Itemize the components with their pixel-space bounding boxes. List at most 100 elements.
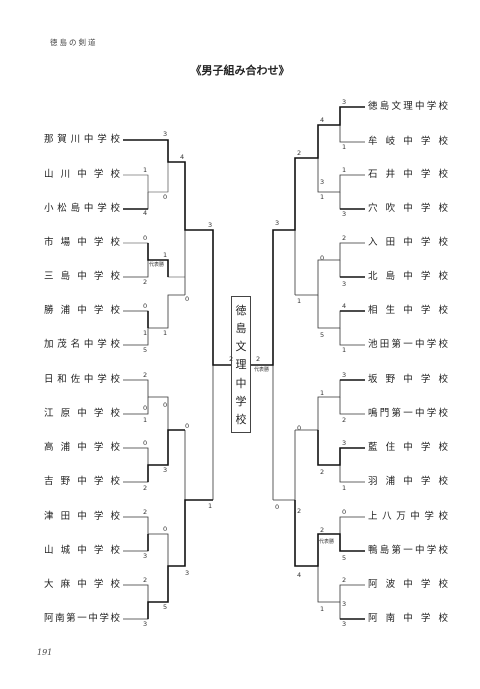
- champion-char: 中: [235, 376, 247, 390]
- representative-win-label: 代表勝: [319, 539, 335, 545]
- score: 3: [163, 466, 168, 474]
- score: 5: [163, 603, 168, 611]
- score: 2: [297, 507, 302, 515]
- right-team-12: 羽浦中学校: [368, 476, 448, 487]
- left-team-2: 山川中学校: [44, 169, 120, 180]
- score: 0: [297, 424, 302, 432]
- score: 2: [143, 484, 148, 492]
- score: 3: [342, 98, 347, 106]
- score: 1: [320, 193, 325, 201]
- score: 3: [143, 620, 148, 628]
- score: 5: [320, 331, 325, 339]
- right-team-9: 坂野中学校: [368, 374, 448, 385]
- left-team-9: 江原中学校: [44, 408, 120, 419]
- score: 1: [163, 251, 168, 259]
- right-team-11: 藍住中学校: [368, 442, 448, 453]
- score: 4: [342, 302, 347, 310]
- score: 0: [143, 302, 148, 310]
- score: 1: [342, 166, 347, 174]
- left-team-11: 吉野中学校: [44, 476, 120, 487]
- score: 3: [342, 371, 347, 379]
- right-team-8: 池田第一中学校: [368, 339, 448, 350]
- right-team-5: 入田中学校: [368, 237, 448, 248]
- score: 2: [143, 576, 148, 584]
- representative-win-label: 代表勝: [149, 262, 165, 268]
- left-team-10: 高浦中学校: [44, 442, 120, 453]
- right-team-15: 阿波中学校: [368, 579, 448, 590]
- score: 5: [342, 554, 347, 562]
- left-team-1: 那賀川中学校: [44, 134, 120, 145]
- score: 3: [143, 552, 148, 560]
- right-team-16: 阿南中学校: [368, 613, 448, 624]
- score: 0: [320, 254, 325, 262]
- left-team-5: 三島中学校: [44, 271, 120, 282]
- champion-char: 島: [235, 322, 247, 336]
- score: 1: [143, 416, 148, 424]
- left-team-6: 勝浦中学校: [44, 305, 120, 316]
- right-team-6: 北島中学校: [368, 271, 448, 282]
- score: 1: [342, 346, 347, 354]
- score: 0: [163, 401, 168, 409]
- score: 2: [143, 278, 148, 286]
- score: 2: [320, 526, 325, 534]
- champion-char: 理: [235, 358, 247, 372]
- score: 2: [229, 355, 234, 363]
- score: 3: [342, 439, 347, 447]
- score: 2: [342, 576, 347, 584]
- score: 3: [342, 620, 347, 628]
- score: 4: [180, 153, 185, 161]
- score: 4: [143, 209, 148, 217]
- left-team-12: 津田中学校: [44, 511, 120, 522]
- champion-char: 文: [235, 340, 247, 354]
- left-team-15: 阿南第一中学校: [44, 613, 120, 624]
- left-team-7: 加茂名中学校: [44, 339, 120, 350]
- right-team-14: 鴨島第一中学校: [368, 545, 448, 556]
- score: 2: [256, 355, 261, 363]
- right-team-3: 石井中学校: [368, 169, 448, 180]
- champion-char: 学: [235, 394, 247, 408]
- right-team-10: 鳴門第一中学校: [368, 408, 448, 419]
- right-team-1: 徳島文理中学校: [368, 101, 448, 112]
- right-team-4: 穴吹中学校: [368, 203, 448, 214]
- score: 1: [208, 502, 213, 510]
- score: 0: [275, 503, 280, 511]
- right-team-2: 牟岐中学校: [368, 136, 448, 147]
- champion-box: 徳 島 文 理 中 学 校: [231, 296, 251, 433]
- left-team-8: 日和佐中学校: [44, 374, 120, 385]
- score: 2: [342, 234, 347, 242]
- score: 1: [320, 389, 325, 397]
- score: 3: [342, 280, 347, 288]
- page-title: 《男子組み合わせ》: [190, 64, 290, 77]
- score: 1: [297, 297, 302, 305]
- representative-win-label: 代表勝: [254, 367, 270, 373]
- score: 1: [320, 605, 325, 613]
- score: 0: [143, 404, 148, 412]
- right-team-13: 上八万中学校: [368, 511, 448, 522]
- score: 5: [143, 346, 148, 354]
- champion-char: 校: [235, 412, 247, 426]
- score: 0: [143, 234, 148, 242]
- score: 3: [185, 569, 190, 577]
- running-header: 徳島の剣道: [50, 38, 98, 47]
- left-team-3: 小松島中学校: [44, 203, 120, 214]
- left-team-4: 市場中学校: [44, 237, 120, 248]
- score: 3: [342, 600, 347, 608]
- score: 0: [185, 422, 190, 430]
- page-number: 191: [37, 648, 53, 657]
- score: 0: [143, 439, 148, 447]
- score: 3: [163, 130, 168, 138]
- left-team-14: 大麻中学校: [44, 579, 120, 590]
- score: 4: [320, 116, 325, 124]
- score: 2: [143, 371, 148, 379]
- score: 1: [163, 329, 168, 337]
- score: 0: [342, 508, 347, 516]
- score: 3: [208, 221, 213, 229]
- score: 0: [163, 193, 168, 201]
- score: 2: [143, 508, 148, 516]
- right-team-7: 相生中学校: [368, 305, 448, 316]
- score: 2: [342, 416, 347, 424]
- score: 4: [297, 571, 302, 579]
- score: 2: [297, 149, 302, 157]
- score: 3: [320, 178, 325, 186]
